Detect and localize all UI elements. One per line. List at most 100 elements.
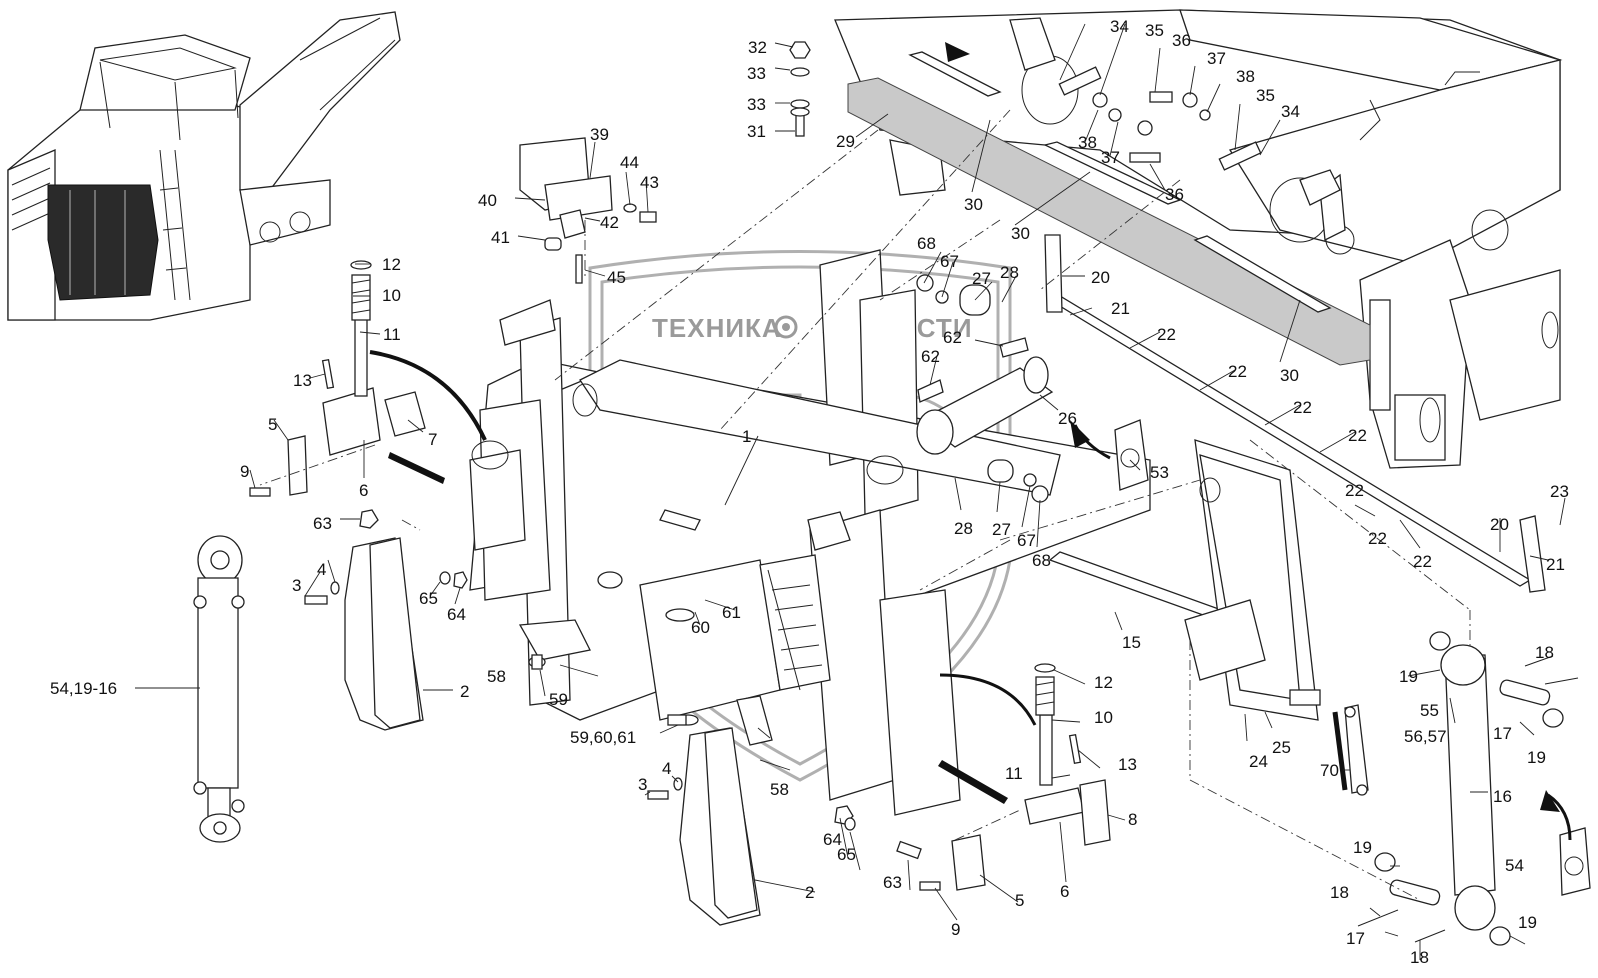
right-hydraulic-cylinder <box>1344 631 1579 946</box>
callout-36: 36 <box>1172 31 1191 50</box>
callout-2: 2 <box>805 883 814 902</box>
callout-22: 22 <box>1348 426 1367 445</box>
callout-37: 37 <box>1101 148 1120 167</box>
callout-70: 70 <box>1320 761 1339 780</box>
hinge-pins-34-38 <box>1058 66 1262 171</box>
callout-67: 67 <box>1017 531 1036 550</box>
callout-22: 22 <box>1345 481 1364 500</box>
callout-30: 30 <box>1280 366 1299 385</box>
callout-22: 22 <box>1368 529 1387 548</box>
callout-19: 19 <box>1527 748 1546 767</box>
construction-lines <box>259 109 1471 901</box>
wear-strip-assembly <box>847 51 1371 366</box>
callout-34: 34 <box>1110 17 1129 36</box>
callout-33: 33 <box>747 95 766 114</box>
callout-4: 4 <box>662 759 671 778</box>
callout-10: 10 <box>382 286 401 305</box>
lower-bracket-58-61 <box>518 619 773 746</box>
callout-62: 62 <box>943 328 962 347</box>
callout-63: 63 <box>883 873 902 892</box>
callout-39: 39 <box>590 125 609 144</box>
callout-22: 22 <box>1413 552 1432 571</box>
callout-38: 38 <box>1078 133 1097 152</box>
callout-35: 35 <box>1256 86 1275 105</box>
callout-11: 11 <box>1005 764 1023 783</box>
callout-62: 62 <box>921 347 940 366</box>
callout-7: 7 <box>428 430 437 449</box>
callout-8: 8 <box>1128 810 1137 829</box>
left-hydraulic-cylinder <box>193 535 245 843</box>
callout-61: 61 <box>722 603 741 622</box>
callout-42: 42 <box>600 213 619 232</box>
callout-2: 2 <box>460 682 469 701</box>
callout-19: 19 <box>1518 913 1537 932</box>
callout-3: 3 <box>292 576 301 595</box>
machine-overview-inset <box>7 11 401 321</box>
hydraulic-hose-70 <box>1332 711 1348 791</box>
gear-icon <box>774 315 798 339</box>
callout-25: 25 <box>1272 738 1291 757</box>
callout-36: 36 <box>1165 185 1184 204</box>
callout-37: 37 <box>1207 49 1226 68</box>
arrow-icon <box>1070 420 1090 448</box>
callout-23: 23 <box>1550 482 1569 501</box>
callout-19: 19 <box>1399 667 1418 686</box>
callout-18: 18 <box>1535 643 1554 662</box>
callout-3: 3 <box>638 775 647 794</box>
callout-60: 60 <box>691 618 710 637</box>
callout-65: 65 <box>419 589 438 608</box>
hydraulic-cylinder-26 <box>916 274 1054 503</box>
callout-58: 58 <box>487 667 506 686</box>
callout-38: 38 <box>1236 67 1255 86</box>
callout-59: 59 <box>549 690 568 709</box>
callout-58: 58 <box>770 780 789 799</box>
callout-6: 6 <box>359 481 368 500</box>
callout-65: 65 <box>837 845 856 864</box>
rail-assembly-15-22 <box>1044 234 1546 721</box>
callout-5: 5 <box>268 415 277 434</box>
top-bracket-39-45 <box>519 137 657 284</box>
callout-21: 21 <box>1546 555 1565 574</box>
highlighted-frame <box>47 184 159 301</box>
callout-13: 13 <box>293 371 312 390</box>
watermark-text-left: ТЕХНИКА <box>652 313 782 343</box>
upper-machine-frame <box>834 9 1563 469</box>
callout-12: 12 <box>382 255 401 274</box>
callout-41: 41 <box>491 228 510 247</box>
right-pivot-assembly <box>647 663 1111 926</box>
callout-59-60-61: 59,60,61 <box>570 728 636 747</box>
callout-40: 40 <box>478 191 497 210</box>
callout-33: 33 <box>747 64 766 83</box>
callout-45: 45 <box>607 268 626 287</box>
callout-54: 54 <box>1505 856 1524 875</box>
callout-6: 6 <box>1060 882 1069 901</box>
callout-17: 17 <box>1493 724 1512 743</box>
callout-55: 55 <box>1420 701 1439 720</box>
callout-1: 1 <box>742 427 751 446</box>
leader-lines <box>135 23 1566 960</box>
callout-35: 35 <box>1145 21 1164 40</box>
callout-28: 28 <box>1000 263 1019 282</box>
callout-64: 64 <box>823 830 842 849</box>
hardware-31-33 <box>789 41 811 137</box>
callout-26: 26 <box>1058 409 1077 428</box>
callout-labels: 1 2 2 3 3 4 4 5 5 6 6 7 8 9 9 10 10 11 1… <box>50 17 1569 967</box>
callout-67: 67 <box>940 252 959 271</box>
detail-insert-54 <box>1547 793 1591 896</box>
callout-63: 63 <box>313 514 332 533</box>
callout-28: 28 <box>954 519 973 538</box>
callout-27: 27 <box>992 520 1011 539</box>
callout-20: 20 <box>1091 268 1110 287</box>
callout-29: 29 <box>836 132 855 151</box>
callout-24: 24 <box>1249 752 1268 771</box>
callout-56-57: 56,57 <box>1404 727 1447 746</box>
callout-34: 34 <box>1281 102 1300 121</box>
callout-17: 17 <box>1346 929 1365 948</box>
left-pivot-assembly <box>249 260 487 731</box>
callout-68: 68 <box>1032 551 1051 570</box>
callout-68: 68 <box>917 234 936 253</box>
callout-30: 30 <box>1011 224 1030 243</box>
callout-32: 32 <box>748 38 767 57</box>
arrow-icon <box>1540 790 1560 812</box>
callout-18: 18 <box>1330 883 1349 902</box>
